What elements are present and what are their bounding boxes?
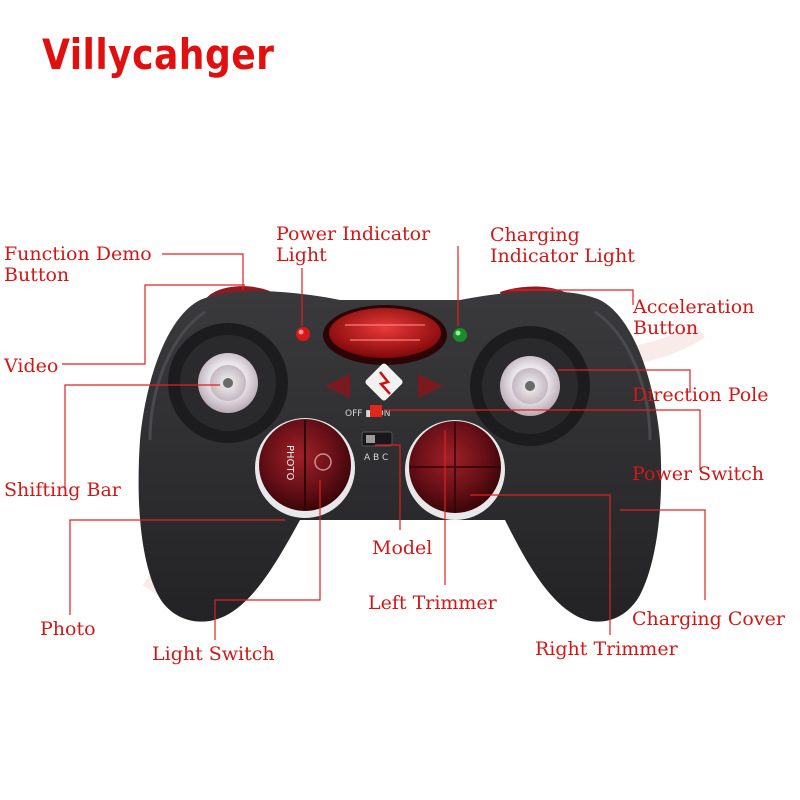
right-trim-dial[interactable] [405,420,505,520]
label-shifting-bar: Shifting Bar [4,479,122,501]
left-joystick[interactable] [168,323,288,443]
photo-button-text: PHOTO [284,445,295,481]
label-power-indicator-light: Power Indicator Light [276,223,436,266]
label-light-switch: Light Switch [152,643,275,665]
label-photo: Photo [40,618,96,640]
right-joystick[interactable] [470,326,590,446]
off-on-label: OFF ■ ON [345,409,390,419]
callout-labels: Function Demo Button Power Indicator Lig… [3,223,786,665]
left-trim-dial[interactable]: PHOTO [255,418,355,518]
light-switch-icon [314,453,332,471]
label-right-trimmer: Right Trimmer [535,638,679,660]
power-switch-slider[interactable] [370,405,382,417]
callout-lines [62,246,706,640]
left-arrow-button[interactable] [325,374,350,398]
label-left-trimmer: Left Trimmer [368,592,498,614]
label-power-switch: Power Switch [632,463,764,485]
power-indicator-led [296,327,310,341]
label-acceleration-button: Acceleration Button [632,296,760,339]
label-model: Model [372,537,432,559]
brand-title: Villycahger [42,30,275,79]
label-charging-indicator-light: Charging Indicator Light [490,224,635,267]
label-function-demo-button: Function Demo Button [4,243,158,286]
label-charging-cover: Charging Cover [632,608,786,630]
label-video: Video [3,355,58,377]
label-direction-pole: Direction Pole [632,384,768,406]
right-arrow-button[interactable] [418,374,443,398]
mode-marks-label: A B C [364,453,388,463]
charging-indicator-led [453,328,467,342]
